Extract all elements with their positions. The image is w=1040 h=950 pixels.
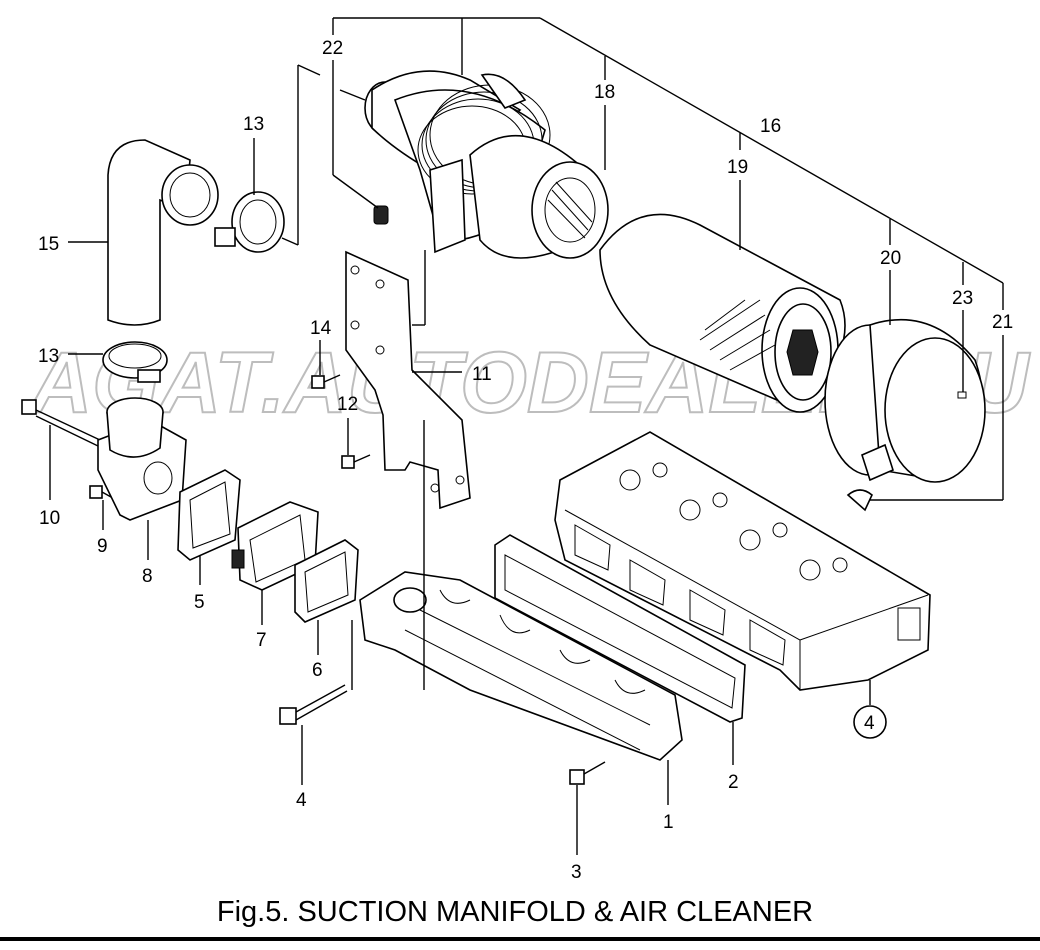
callout-6: 6 [312,660,323,681]
callout-19: 19 [727,157,748,178]
callout-18: 18 [594,82,615,103]
callout-4: 4 [296,790,307,811]
callout-5: 5 [194,592,205,613]
gasket-5 [177,469,241,561]
callout-7: 7 [256,630,267,651]
callout-3: 3 [571,862,582,883]
figure-caption: Fig.5. SUCTION MANIFOLD & AIR CLEANER [216,896,814,928]
suction-manifold-1 [359,571,683,761]
callout-14: 14 [310,318,332,339]
gasket-2 [494,534,746,723]
callout-12: 12 [337,394,358,415]
element-18 [469,134,609,259]
bolt-14 [311,374,341,389]
callout-20: 20 [880,248,901,269]
hose-clamp-13-top [214,191,285,253]
callout-9: 9 [97,536,108,557]
callout-4-circled: 4 [864,713,875,734]
connector-8 [97,397,187,521]
bolt-4 [279,684,348,725]
callout-2: 2 [728,772,739,793]
cylinder-head [554,431,931,691]
cover-20 [824,318,986,512]
cap-22 [373,205,389,225]
callout-13-left: 13 [38,346,59,367]
intake-hose-15 [107,139,219,326]
hose-clamp-13-left [102,341,168,383]
callout-22: 22 [322,38,343,59]
cartridge-19 [599,213,846,413]
callout-21: 21 [992,312,1013,333]
leader-lines [49,17,1004,855]
callout-15: 15 [38,234,59,255]
callout-4-circle [853,705,887,739]
callout-1: 1 [663,812,674,833]
bolt-12 [341,454,371,469]
callout-labels: 22 18 16 19 13 15 20 23 21 14 13 11 12 1… [38,38,1013,883]
callout-23: 23 [952,288,973,309]
bottom-rule [0,937,1040,941]
gasket-6 [294,539,359,623]
callout-11: 11 [472,364,492,385]
bolt-3 [569,761,606,785]
callout-10: 10 [39,508,60,529]
callout-8: 8 [142,566,153,587]
bolt-10 [21,399,101,447]
callout-13-top: 13 [243,114,264,135]
callout-16: 16 [760,116,781,137]
